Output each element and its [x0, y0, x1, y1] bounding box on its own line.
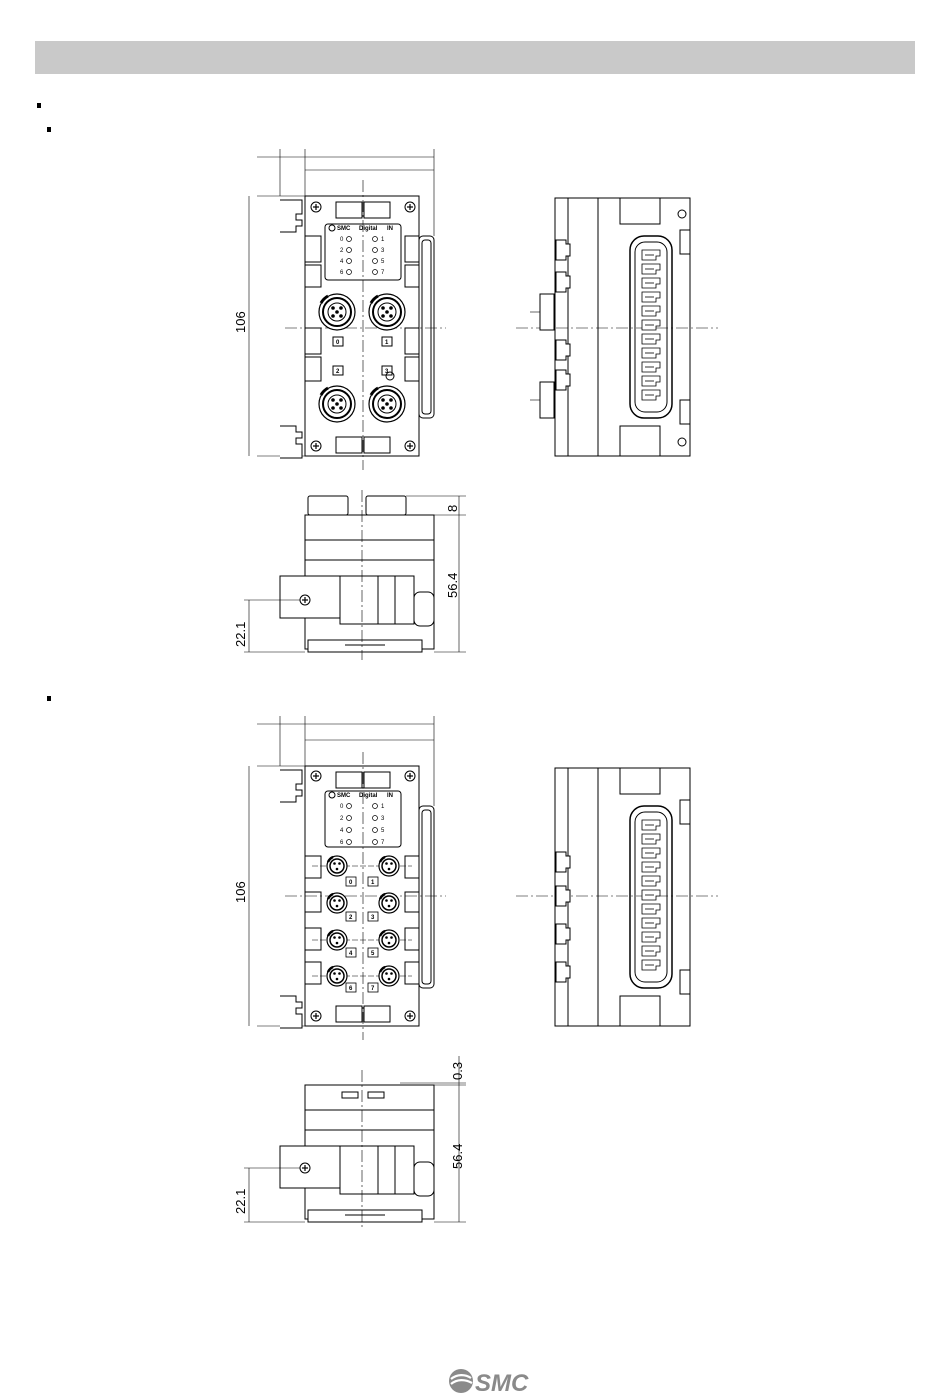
panel-type: Digital [359, 793, 378, 799]
dim-top-projection-bottom: 0.3 [450, 1062, 465, 1080]
smc-logo: SMC [447, 1366, 539, 1396]
dim-top-projection: 8 [445, 505, 460, 512]
dim-rail-height-top: 22.1 [233, 622, 248, 647]
panel-brand: SMC [337, 793, 351, 799]
dim-height-bottom: 106 [233, 881, 248, 903]
panel-io: IN [387, 226, 393, 232]
dim-depth-top: 56.4 [445, 573, 460, 598]
dim-rail-height-bottom: 22.1 [233, 1189, 248, 1214]
panel-io: IN [387, 793, 393, 799]
footer-logo-text: SMC [475, 1370, 529, 1396]
dim-height-top: 106 [233, 311, 248, 333]
dim-depth-bottom: 56.4 [450, 1144, 465, 1169]
panel-type: Digital [359, 226, 378, 232]
panel-brand: SMC [337, 226, 351, 232]
